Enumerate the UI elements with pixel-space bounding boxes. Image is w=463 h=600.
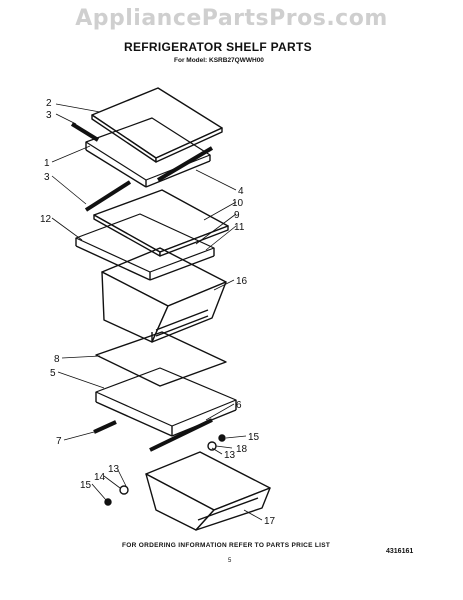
part-label-10: 10 [232,198,244,209]
part-label-3-top: 3 [46,110,52,121]
part-label-1: 1 [44,158,50,169]
part-label-4: 4 [238,186,244,197]
trim-strip-top-right [156,146,214,182]
ordering-note: FOR ORDERING INFORMATION REFER TO PARTS … [122,542,331,549]
part-label-16: 16 [236,276,248,287]
drawer-rail [149,418,213,452]
part-label-3-middle: 3 [44,172,50,183]
middle-glass-shelf [93,189,229,253]
lower-glass-shelf [95,331,227,387]
trim-strip-top-left [70,122,100,142]
model-line: For Model: KSRB27QWWH00 [174,57,264,64]
part-label-12: 12 [40,214,52,225]
part-label-13-right: 13 [224,450,236,461]
part-label-13-left: 13 [108,464,120,475]
part-label-15-left: 15 [80,480,92,491]
screw-left [104,498,112,506]
part-label-11: 11 [234,222,245,233]
lower-shelf-frame [95,367,237,427]
page-number: 5 [228,558,232,564]
part-label-8: 8 [54,354,60,365]
part-label-2: 2 [46,98,52,109]
part-label-18: 18 [236,444,248,455]
top-glass-shelf [91,87,223,159]
document-number: 4316161 [386,548,414,555]
part-label-17: 17 [264,516,276,527]
part-label-15-right: 15 [248,432,260,443]
watermark: AppliancePartsPros.com [75,6,388,31]
trim-strip-middle [84,180,132,212]
part-label-9: 9 [234,210,240,221]
roller-right [207,441,217,451]
screw-right [218,434,226,442]
roller-left [119,485,129,495]
part-label-6: 6 [236,400,242,411]
part-label-14: 14 [94,472,106,483]
part-label-7: 7 [56,436,62,447]
part-label-5: 5 [50,368,56,379]
drawer-slide-left [93,420,117,434]
page-title: REFRIGERATOR SHELF PARTS [124,40,312,54]
